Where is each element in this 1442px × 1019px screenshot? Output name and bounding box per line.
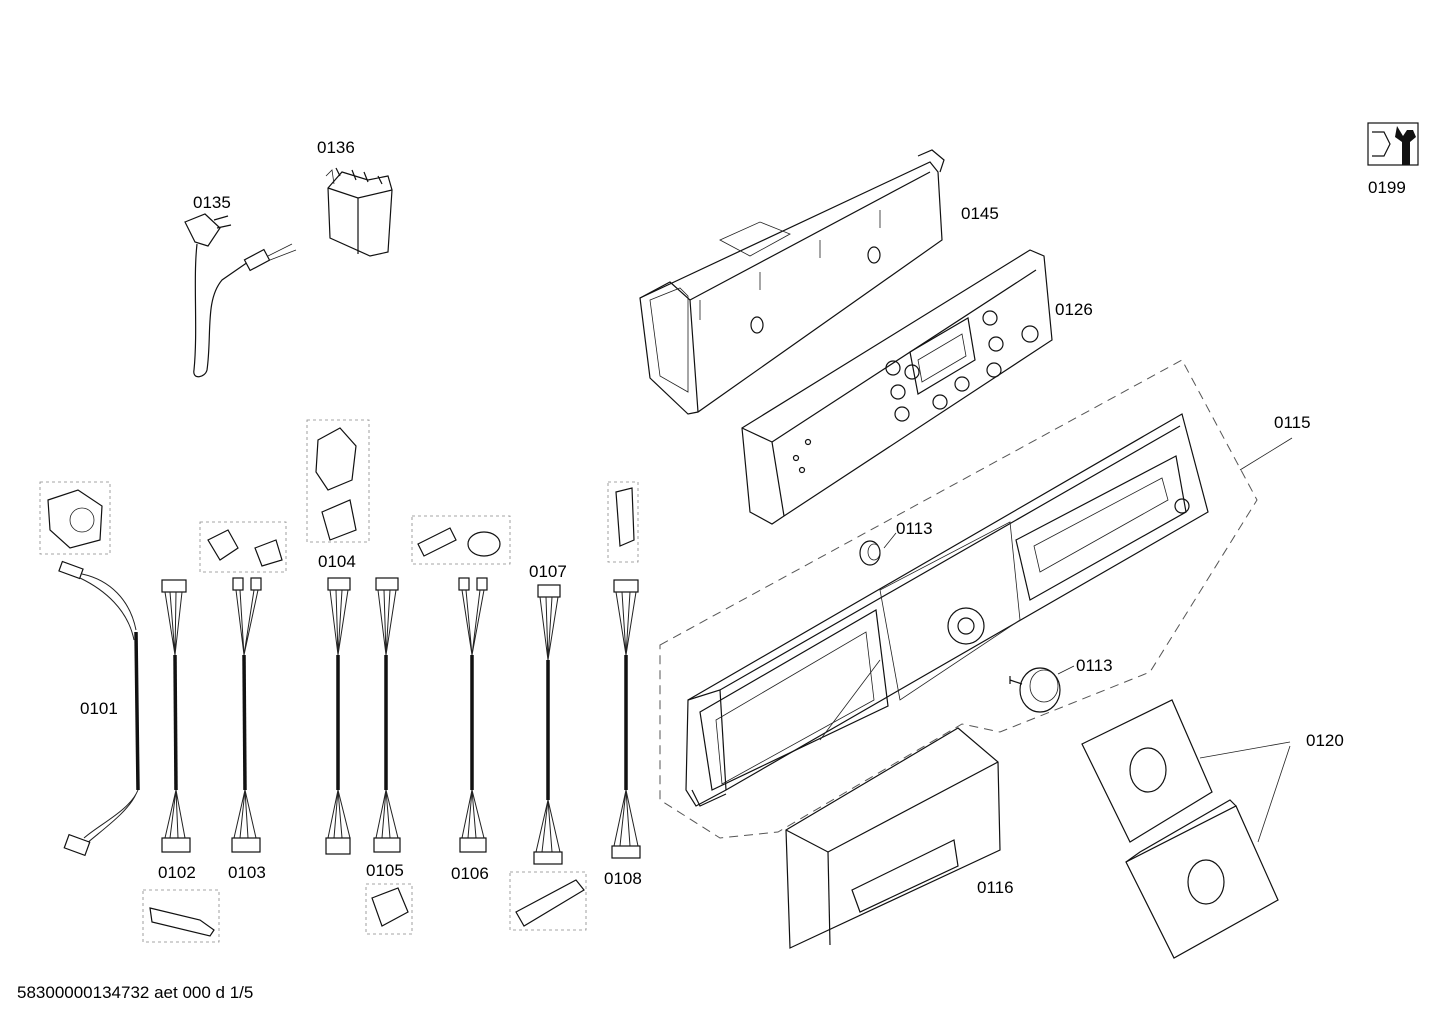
part-label-0107: 0107	[529, 562, 567, 581]
harness-0104	[306, 419, 370, 855]
part-label-0116: 0116	[977, 878, 1014, 897]
part-label-0101: 0101	[80, 699, 118, 718]
part-label-0126: 0126	[1055, 300, 1093, 319]
harness-0106	[411, 515, 511, 853]
wrench-nut-icon	[1367, 122, 1419, 166]
part-label-0113-lower: 0113	[1076, 656, 1113, 675]
harness-0103	[199, 521, 287, 853]
part-label-0199: 0199	[1368, 178, 1406, 197]
part-label-0136: 0136	[317, 138, 355, 157]
harness-0108	[607, 481, 641, 859]
control-board-part	[741, 249, 1053, 525]
part-label-0103: 0103	[228, 863, 266, 882]
part-label-0105: 0105	[366, 861, 404, 880]
harness-0105	[365, 577, 413, 935]
panel-assembly-boundary	[659, 359, 1258, 839]
part-label-0113-upper: 0113	[896, 519, 933, 538]
part-label-0106: 0106	[451, 864, 489, 883]
suppressor-filter-part	[325, 167, 393, 257]
harness-0107	[509, 584, 587, 931]
power-cord-part	[184, 213, 297, 378]
harness-0102	[142, 579, 220, 943]
part-label-0115: 0115	[1274, 413, 1311, 432]
knob-cap-part	[859, 540, 881, 566]
part-label-0102: 0102	[158, 863, 196, 882]
part-label-0145: 0145	[961, 204, 999, 223]
part-label-0108: 0108	[604, 869, 642, 888]
document-id: 58300000134732 aet 000 d 1/5	[17, 983, 254, 1002]
electronics-housing-part	[639, 149, 945, 415]
program-knob-part	[1009, 665, 1075, 713]
motor-harness-0101	[39, 481, 140, 857]
control-panel-fascia-part	[685, 413, 1209, 807]
cover-plate-part	[1081, 699, 1291, 959]
part-label-0120: 0120	[1306, 731, 1344, 750]
part-label-0104: 0104	[318, 552, 356, 571]
part-label-0135: 0135	[193, 193, 231, 212]
drawer-handle-part	[785, 727, 1001, 949]
